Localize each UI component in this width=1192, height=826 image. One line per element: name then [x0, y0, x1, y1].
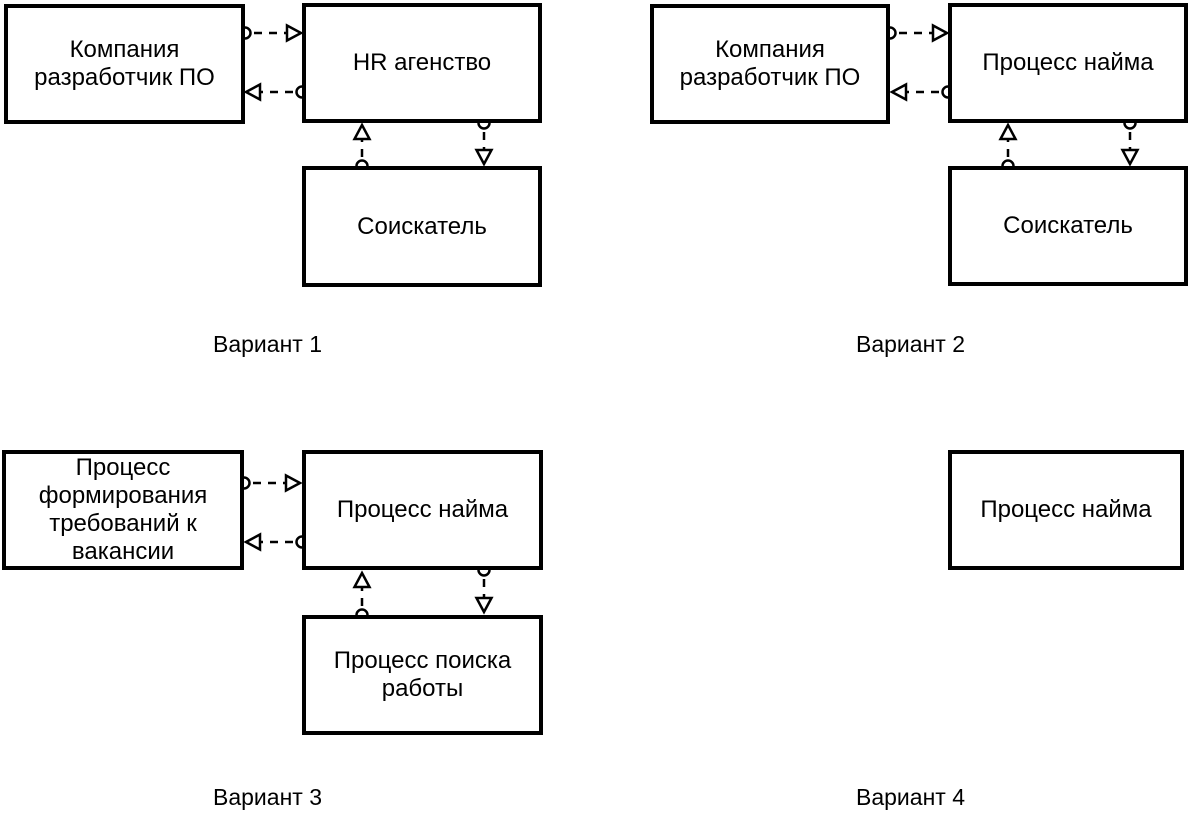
diagram-box-v2-hiring-process: Процесс найма — [948, 3, 1188, 123]
box-label: Компания разработчик ПО — [679, 36, 861, 91]
edge-arrowhead-triangle — [474, 148, 494, 167]
box-label: HR агенство — [352, 49, 492, 76]
edge-v3-job-search-process-to-v3-hiring-process — [352, 570, 372, 622]
box-label: Процесс поиска работы — [333, 647, 512, 702]
box-label: Процесс формирования требований к ваканс… — [38, 454, 208, 565]
edge-arrowhead-triangle — [474, 596, 494, 615]
diagram-box-v1-applicant: Соискатель — [302, 166, 542, 287]
edge-arrowhead-triangle — [352, 570, 372, 589]
variant-caption-1: Вариант 1 — [213, 331, 322, 357]
diagram-box-v4-hiring-process: Процесс найма — [948, 450, 1184, 570]
edge-v1-software-company-to-v1-hr-agency — [238, 23, 304, 43]
variant-caption-2: Вариант 2 — [856, 331, 965, 357]
box-label: Процесс найма — [980, 496, 1152, 523]
edge-arrowhead-triangle — [243, 82, 262, 102]
edge-arrowhead-triangle — [889, 82, 908, 102]
edge-arrowhead-triangle — [243, 532, 262, 552]
diagram-box-v2-applicant: Соискатель — [948, 166, 1188, 286]
diagram-box-v1-software-company: Компания разработчик ПО — [4, 4, 245, 124]
edge-arrowhead-triangle — [284, 473, 303, 493]
edge-v3-requirements-process-to-v3-hiring-process — [237, 473, 303, 493]
diagram-box-v1-hr-agency: HR агенство — [302, 3, 542, 123]
edge-arrowhead-triangle — [352, 122, 372, 141]
edge-arrowhead-triangle — [931, 23, 950, 43]
variant-caption-4: Вариант 4 — [856, 784, 965, 810]
edge-v3-hiring-process-to-v3-requirements-process — [243, 532, 309, 552]
box-label: Соискатель — [1003, 212, 1133, 239]
edge-v1-applicant-to-v1-hr-agency — [352, 122, 372, 173]
box-label: Соискатель — [357, 212, 487, 240]
diagram-box-v2-software-company: Компания разработчик ПО — [650, 4, 890, 124]
edge-v2-hiring-process-to-v2-software-company — [889, 82, 955, 102]
edge-v1-hr-agency-to-v1-applicant — [474, 116, 494, 167]
diagram-box-v3-job-search-process: Процесс поиска работы — [302, 615, 543, 735]
edge-v2-hiring-process-to-v2-applicant — [1120, 116, 1140, 167]
edge-v2-software-company-to-v2-hiring-process — [883, 23, 950, 43]
box-label: Процесс найма — [336, 496, 509, 523]
diagram-box-v3-requirements-process: Процесс формирования требований к ваканс… — [2, 450, 244, 570]
box-label: Процесс найма — [982, 49, 1154, 76]
edge-v2-applicant-to-v2-hiring-process — [998, 122, 1018, 173]
edge-v3-hiring-process-to-v3-job-search-process — [474, 563, 494, 615]
diagram-box-v3-hiring-process: Процесс найма — [302, 450, 543, 570]
variant-caption-3: Вариант 3 — [213, 784, 322, 810]
edge-arrowhead-triangle — [1120, 148, 1140, 167]
edge-v1-hr-agency-to-v1-software-company — [243, 82, 309, 102]
edge-arrowhead-triangle — [285, 23, 304, 43]
box-label: Компания разработчик ПО — [34, 36, 215, 91]
edge-arrowhead-triangle — [998, 122, 1018, 141]
